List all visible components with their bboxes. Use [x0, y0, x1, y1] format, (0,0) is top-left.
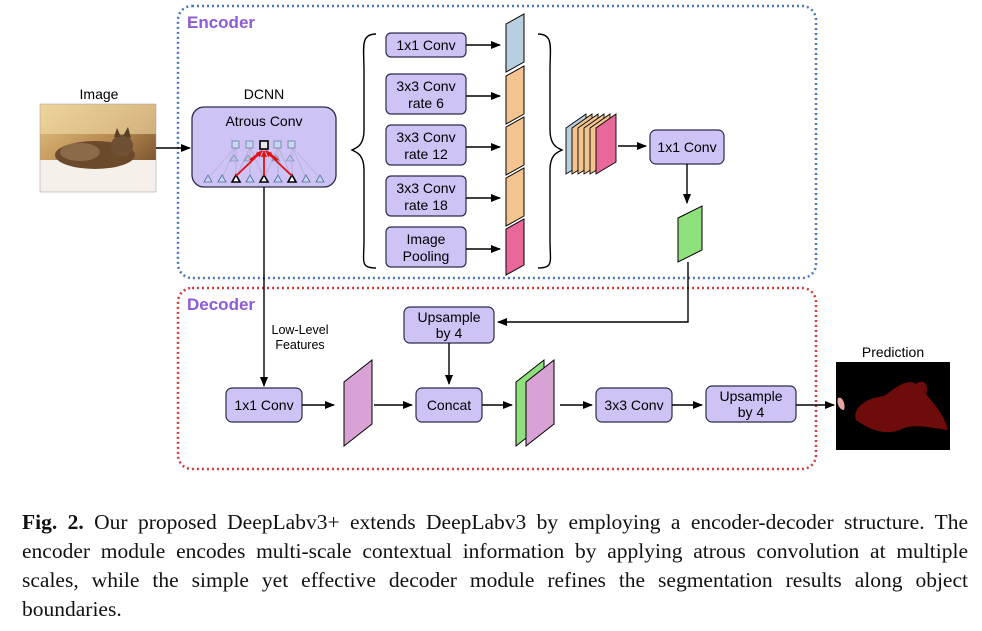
aspp-branch-1x1: 1x1 Conv [385, 13, 525, 73]
upsample-top-sublabel: by 4 [436, 325, 463, 341]
architecture-diagram: Encoder Decoder Image DCNN Atrous Conv [39, 4, 950, 471]
aspp-block-label: 3x3 Conv [396, 180, 455, 196]
decoder-concat-stack [515, 358, 555, 448]
encoder-frame [176, 4, 818, 280]
conv3x3-label: 3x3 Conv [604, 397, 663, 413]
upsample-out-sublabel: by 4 [738, 404, 765, 420]
aspp-block [385, 175, 467, 217]
aspp-branch-rate18: 3x3 Conv rate 18 [385, 167, 525, 227]
aspp-block [385, 73, 467, 115]
upsample-out-block [705, 385, 797, 423]
aspp-block-rate: rate 12 [404, 146, 448, 162]
figure-caption: Fig. 2. Our proposed DeepLabv3+ extends … [22, 508, 968, 624]
decoder-title: Decoder [187, 295, 255, 314]
aspp-block [385, 124, 467, 166]
prediction-label: Prediction [862, 344, 924, 360]
aspp-block-label: 3x3 Conv [396, 129, 455, 145]
right-brace [537, 33, 564, 269]
atrous-conv-label: Atrous Conv [225, 113, 302, 129]
concat-label: Concat [427, 397, 471, 413]
aspp-block-rate: Pooling [403, 248, 450, 264]
aspp-branch-rate12: 3x3 Conv rate 12 [385, 116, 525, 176]
decoder-frame [176, 286, 818, 471]
aspp-block-label: Image [407, 231, 446, 247]
aspp-concat-stack [565, 113, 617, 175]
caption-text: Our proposed DeepLabv3+ extends DeepLabv… [22, 510, 969, 621]
caption-fig-label: Fig. 2. [22, 510, 84, 534]
dcnn-label: DCNN [244, 86, 284, 102]
upsample-top-label: Upsample [417, 309, 480, 325]
decoder-1x1-conv-label: 1x1 Conv [234, 397, 293, 413]
aspp-feature-map [505, 65, 525, 125]
decoder-lowlevel-feature [343, 358, 373, 448]
aspp-feature-map [505, 167, 525, 227]
aspp-feature-map [505, 218, 525, 276]
upsample-out-label: Upsample [719, 388, 782, 404]
atrous-conv-kernel-illustration [203, 140, 325, 183]
aspp-block-label: 1x1 Conv [396, 37, 455, 53]
image-label: Image [80, 86, 119, 102]
aspp-block-rate: rate 18 [404, 197, 448, 213]
low-level-label-line1: Low-Level [272, 323, 329, 337]
input-image [39, 103, 157, 193]
encoder-1x1-conv-label: 1x1 Conv [657, 139, 716, 155]
aspp-branch-pooling: Image Pooling [385, 218, 525, 276]
left-brace [350, 33, 377, 269]
aspp-block-label: 3x3 Conv [396, 78, 455, 94]
aspp-block-rate: rate 6 [408, 95, 444, 111]
aspp-block [385, 226, 467, 268]
aspp-feature-map [505, 13, 525, 73]
aspp-branch-rate6: 3x3 Conv rate 6 [385, 65, 525, 125]
encoder-to-decoder-arrow [497, 262, 689, 326]
low-level-label-line2: Features [275, 338, 324, 352]
aspp-feature-map [505, 116, 525, 176]
encoder-title: Encoder [187, 13, 255, 32]
prediction-mask [836, 362, 950, 450]
encoder-output-feature [677, 205, 703, 263]
